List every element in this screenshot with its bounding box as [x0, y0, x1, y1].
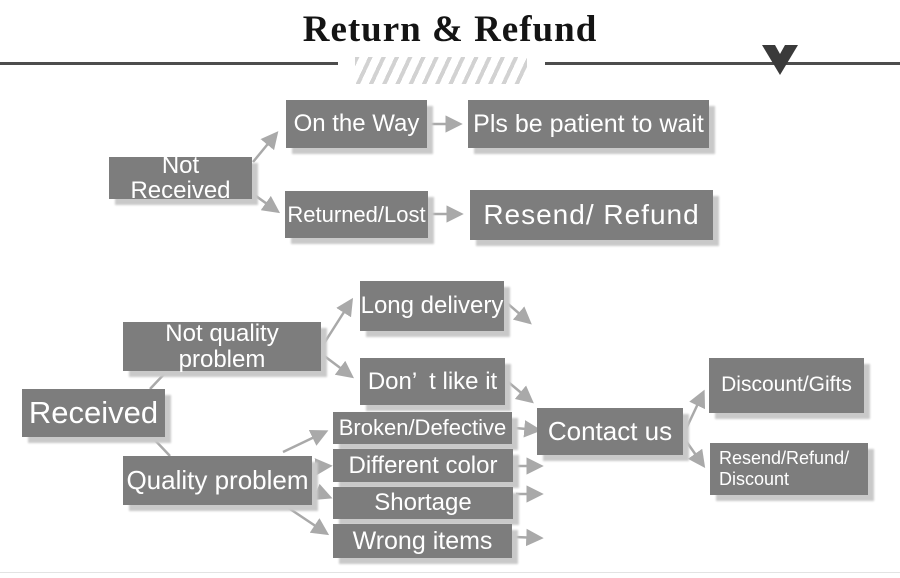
arrow-long-delivery-out [506, 302, 532, 325]
arrow-dont-like-to-contact-us [506, 380, 534, 404]
node-label: Received [28, 394, 159, 430]
node-broken-defective: Broken/Defective [333, 412, 512, 444]
node-label: On the Way [293, 110, 420, 138]
bottom-border-line [0, 572, 900, 573]
node-label: Long delivery [360, 292, 504, 320]
node-label: Not Received [130, 151, 231, 204]
node-different-color: Different color [333, 449, 513, 482]
node-resend-refund-discount: Resend/Refund/ Discount [710, 443, 868, 495]
arrow-wrong-items-right [514, 528, 544, 547]
arrow-not-received-to-returned-lost [252, 192, 281, 214]
node-label: Quality problem [126, 464, 309, 495]
node-label: Resend/ Refund [483, 199, 700, 231]
node-label: Shortage [374, 489, 472, 517]
node-label: Pls be patient to wait [473, 109, 704, 138]
arrow-contact-us-to-resend-refund-discount [684, 440, 706, 469]
node-contact-us: Contact us [537, 408, 683, 455]
hatch-decoration [355, 57, 527, 84]
arrow-quality-to-broken [282, 430, 329, 454]
arrow-quality-to-different-color [313, 458, 333, 476]
page-title: Return & Refund [302, 9, 598, 50]
node-not-received: Not Received [109, 153, 252, 203]
node-label: Not quality problem [165, 320, 279, 373]
node-received: Received [22, 389, 165, 437]
node-shortage: Shortage [333, 487, 513, 519]
node-label: Don’ t like it [367, 367, 498, 395]
node-label: Discount/Gifts [721, 373, 852, 397]
node-wrong-items: Wrong items [333, 524, 512, 558]
node-discount-gifts: Discount/Gifts [709, 358, 864, 413]
divider-line-right [545, 62, 900, 65]
node-label: Returned/Lost [287, 201, 426, 227]
node-pls-be-patient: Pls be patient to wait [468, 100, 709, 148]
node-dont-like-it: Don’ t like it [360, 358, 505, 405]
arrow-broken-to-contact-us [514, 420, 542, 438]
chevron-down-icon [762, 45, 798, 75]
node-on-the-way: On the Way [286, 100, 427, 148]
node-quality-problem: Quality problem [123, 456, 312, 505]
node-label: Wrong items [352, 526, 493, 555]
node-label-line2: Discount [719, 469, 790, 489]
node-label: Different color [348, 451, 498, 479]
arrow-not-received-to-on-the-way [252, 131, 279, 163]
arrow-contact-us-to-discount-gifts [684, 389, 706, 430]
arrow-not-quality-to-dont-like [322, 354, 354, 379]
arrow-quality-to-shortage [312, 483, 333, 501]
node-not-quality-problem: Not quality problem [123, 320, 321, 373]
connector-not-quality-to-received [149, 370, 168, 390]
divider-line-left [0, 62, 338, 65]
node-label-line1: Resend/Refund/ [719, 448, 850, 469]
node-returned-lost: Returned/Lost [285, 191, 428, 238]
node-resend-refund: Resend/ Refund [470, 190, 713, 240]
arrow-not-quality-to-long-delivery [321, 297, 354, 346]
node-label: Broken/Defective [338, 415, 507, 441]
connector-received-to-quality [151, 436, 171, 457]
node-long-delivery: Long delivery [360, 281, 504, 331]
node-label: Contact us [547, 415, 673, 446]
arrow-quality-to-wrong-items [286, 505, 330, 536]
